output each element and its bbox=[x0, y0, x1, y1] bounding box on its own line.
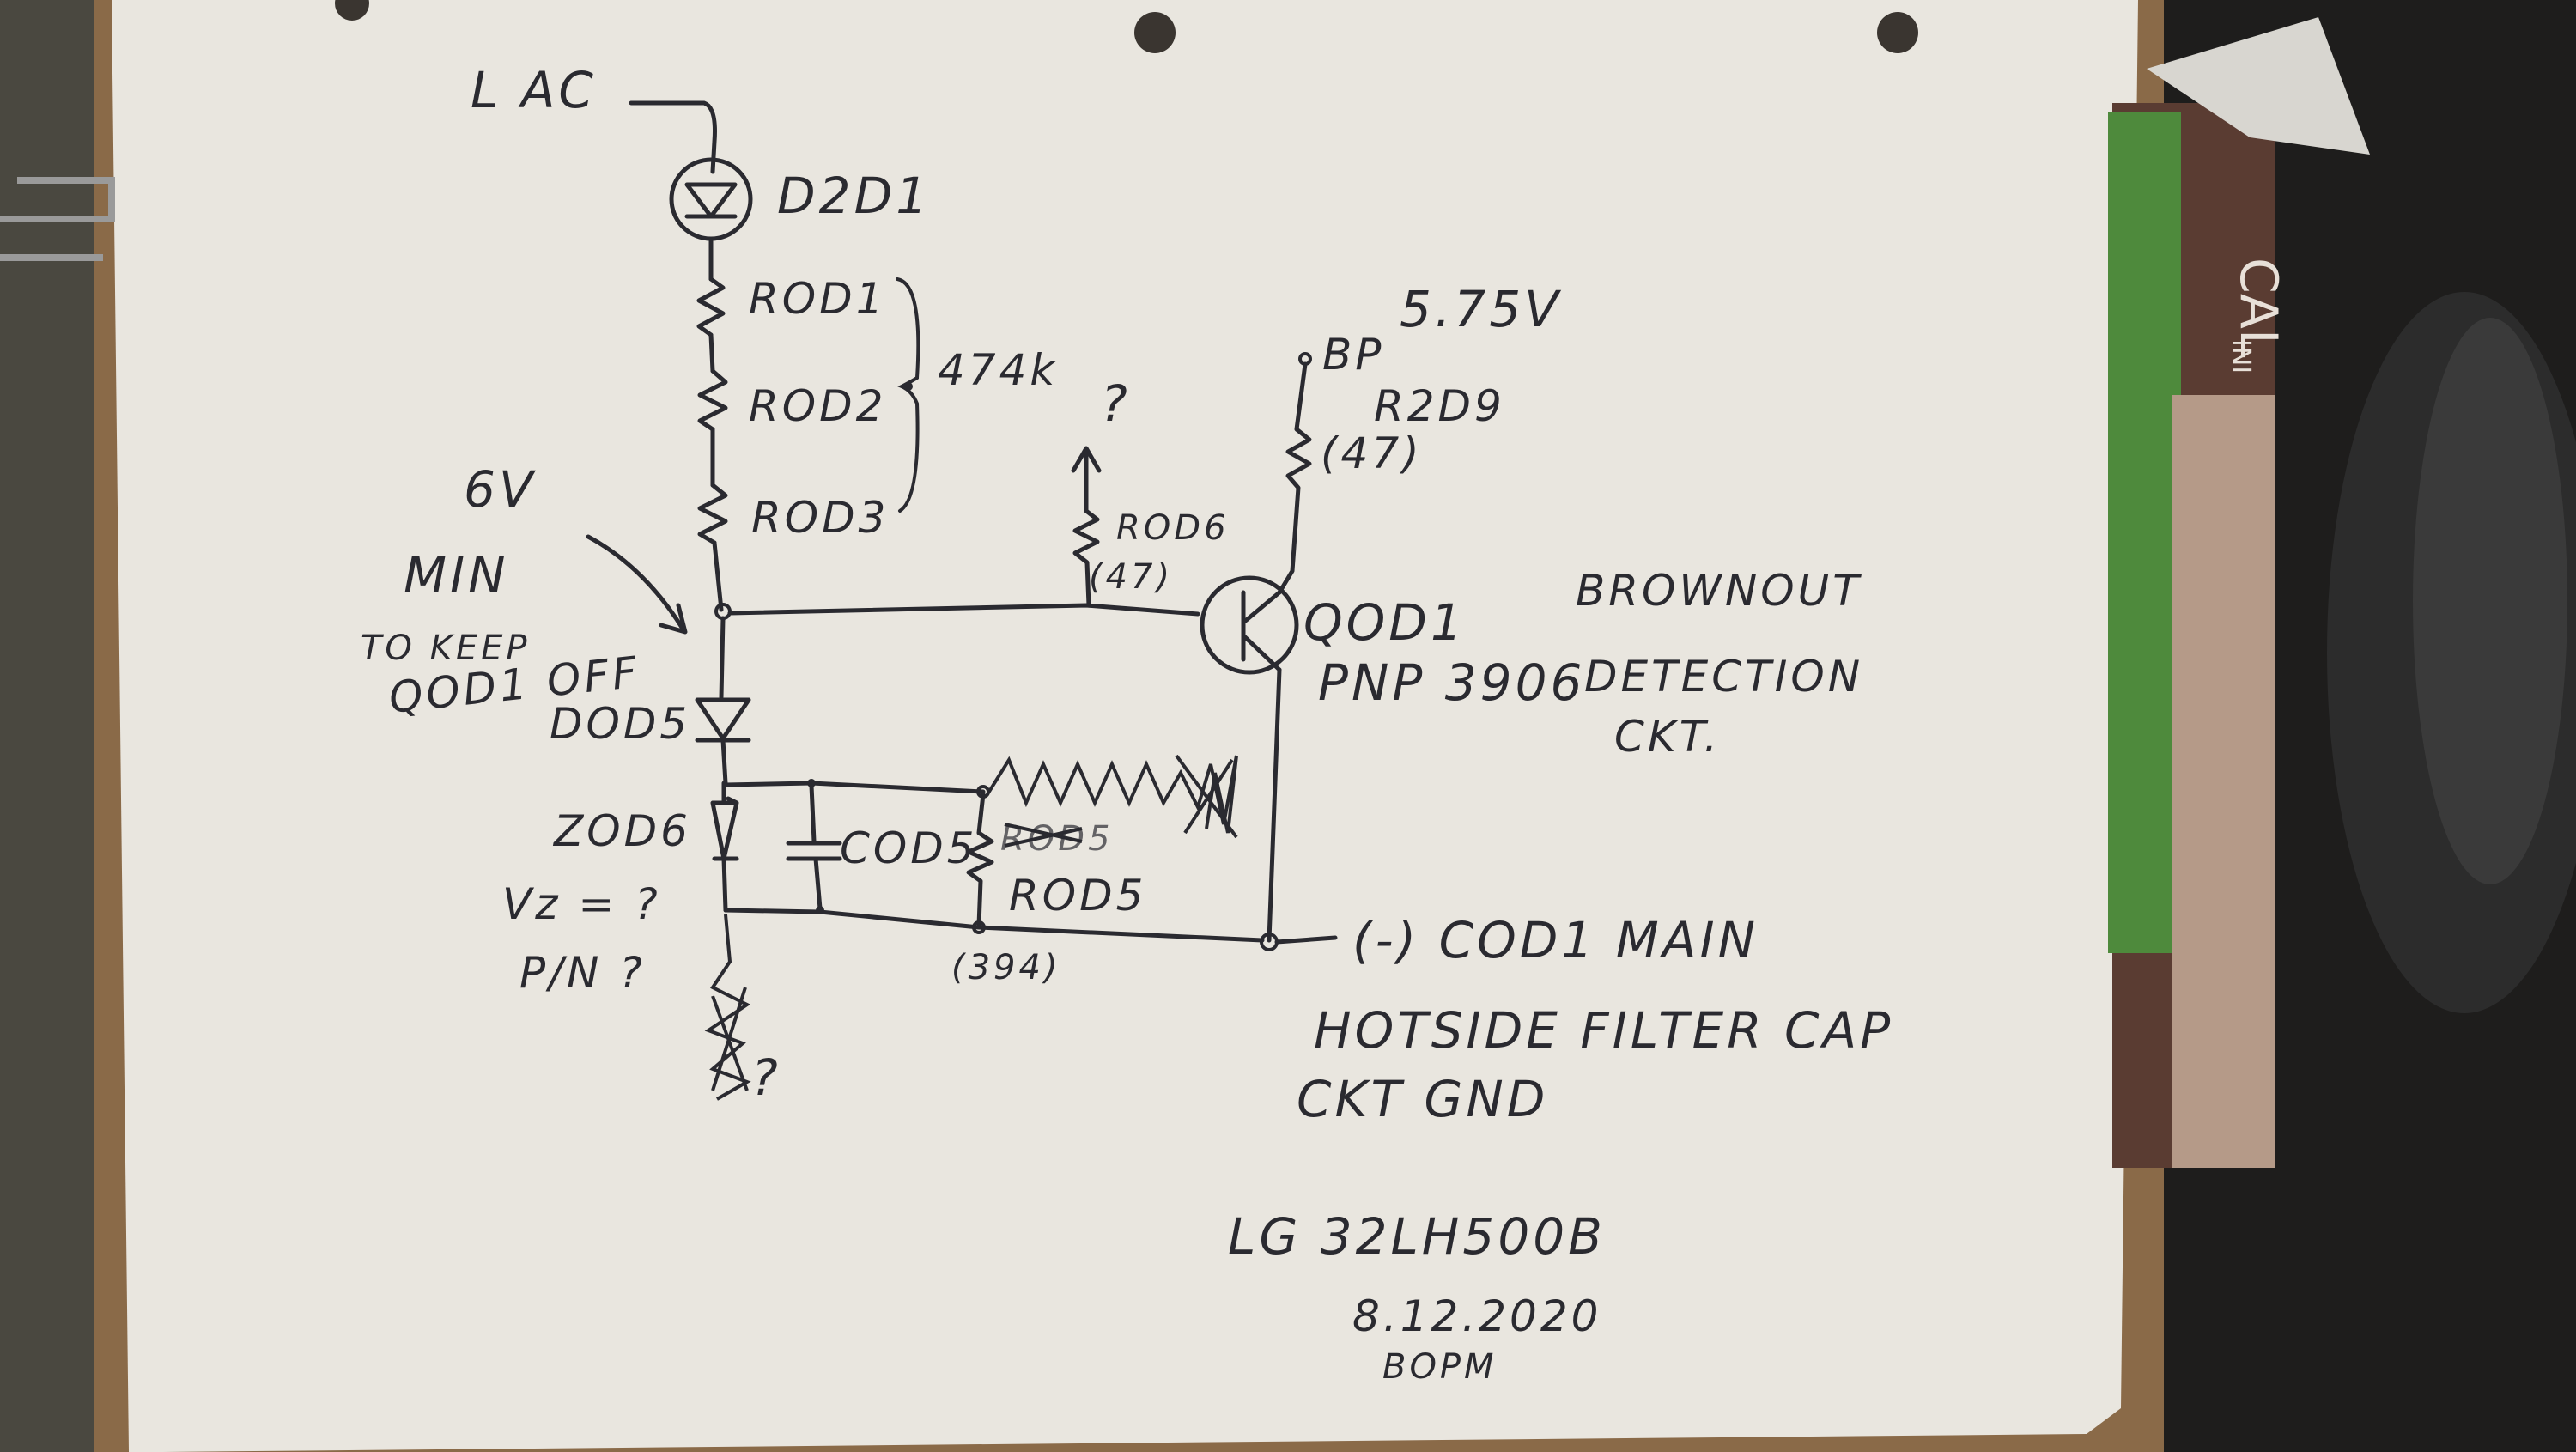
brownout-line1: BROWNOUT bbox=[1576, 566, 1862, 616]
resistor-brace bbox=[896, 277, 920, 513]
box-fragment-text: INI bbox=[2226, 339, 2256, 374]
lower-bus-wire bbox=[723, 908, 1265, 943]
ac-input-label: L AC bbox=[471, 61, 597, 119]
rod6-label: ROD6 bbox=[1116, 508, 1230, 548]
r2d9-value: (47) bbox=[1321, 428, 1423, 478]
arrow-up-rod6 bbox=[1071, 446, 1102, 513]
wire-node-to-dod5 bbox=[719, 616, 726, 700]
resistor-rod3 bbox=[697, 483, 728, 545]
ac-input-wire bbox=[629, 100, 717, 174]
rod2-label: ROD2 bbox=[749, 381, 886, 431]
binder-hole bbox=[1877, 12, 1918, 53]
paper-scrap bbox=[2147, 17, 2370, 155]
background-box-photo bbox=[2172, 395, 2275, 1168]
collector-wire bbox=[1267, 667, 1282, 943]
cap-node-top bbox=[807, 779, 816, 787]
binder-hole bbox=[1134, 12, 1176, 53]
rod5-node-bottom bbox=[972, 920, 986, 934]
brownout-line2: DETECTION bbox=[1584, 652, 1863, 702]
r2d9-label: R2D9 bbox=[1374, 381, 1505, 431]
wire-rod1-rod2 bbox=[708, 332, 715, 374]
resistor-total-label: 474k bbox=[938, 345, 1058, 395]
resistor-rod6 bbox=[1072, 508, 1100, 608]
wire-to-node bbox=[712, 540, 724, 612]
rod1-label: ROD1 bbox=[749, 274, 886, 324]
node-annotation-arrow bbox=[586, 534, 688, 635]
brownout-line3: CKT. bbox=[1614, 712, 1721, 762]
cap-node-bottom bbox=[816, 906, 824, 914]
bp-label: BP bbox=[1322, 330, 1384, 380]
resistor-rod1 bbox=[696, 276, 726, 337]
rod6-value: (47) bbox=[1089, 557, 1173, 597]
bp-voltage: 5.75V bbox=[1400, 280, 1562, 338]
capacitor-cod5 bbox=[786, 783, 842, 911]
gnd-lead bbox=[1274, 935, 1338, 945]
struck-text-scribble bbox=[1004, 823, 1083, 848]
d2d1-label: D2D1 bbox=[777, 167, 931, 225]
model-label: LG 32LH500B bbox=[1228, 1207, 1606, 1266]
background-box-stripe bbox=[2108, 112, 2181, 953]
date-label: 8.12.2020 bbox=[1352, 1291, 1601, 1341]
zener-zod6 bbox=[710, 781, 739, 913]
min-label: MIN bbox=[404, 546, 509, 604]
scribbled-resistor bbox=[986, 754, 1238, 839]
brace-dot bbox=[904, 382, 913, 391]
rod5-label: ROD5 bbox=[1009, 871, 1146, 920]
transistor-qod1-symbol bbox=[1241, 590, 1282, 672]
initials-label: BOPM bbox=[1382, 1347, 1498, 1387]
resistor-rod2 bbox=[697, 368, 728, 432]
r2d9-wire bbox=[1277, 361, 1312, 595]
dod5-label: DOD5 bbox=[550, 699, 690, 749]
to-keep-label: TO KEEP bbox=[361, 629, 531, 668]
base-wire bbox=[727, 603, 1200, 617]
cod1-main-label: (-) COD1 MAIN bbox=[1352, 911, 1759, 969]
vz-label: Vz = ? bbox=[502, 879, 661, 929]
diode-d2d1-symbol bbox=[684, 182, 738, 219]
question-top: ? bbox=[1101, 374, 1131, 433]
cod5-label: COD5 bbox=[840, 823, 978, 873]
six-volt-label: 6V bbox=[464, 460, 537, 519]
zod6-label: ZOD6 bbox=[552, 806, 691, 856]
rod5-struck-label: ROD5 bbox=[1000, 819, 1114, 859]
wire-dod5-down bbox=[720, 738, 728, 786]
rod3-label: ROD3 bbox=[751, 493, 889, 543]
scribbled-bottom bbox=[704, 914, 751, 1101]
pn-label: P/N ? bbox=[519, 948, 646, 998]
question-bottom: ? bbox=[751, 1048, 781, 1107]
transistor-qod1 bbox=[1200, 575, 1299, 675]
resistor-rod5 bbox=[966, 792, 994, 928]
hotside-line1: HOTSIDE FILTER CAP bbox=[1314, 1001, 1893, 1060]
pnp-label: PNP 3906 bbox=[1318, 653, 1585, 712]
rod5-value: (394) bbox=[951, 948, 1061, 987]
binder-hole bbox=[335, 0, 369, 21]
hotside-line2: CKT GND bbox=[1297, 1070, 1548, 1128]
paper-sheet bbox=[112, 0, 2138, 1452]
computer-mouse-highlight bbox=[2413, 318, 2567, 884]
box-brand-text: CAL bbox=[2228, 258, 2288, 358]
paper-clip bbox=[0, 177, 115, 261]
qod1-label: QOD1 bbox=[1303, 593, 1466, 652]
